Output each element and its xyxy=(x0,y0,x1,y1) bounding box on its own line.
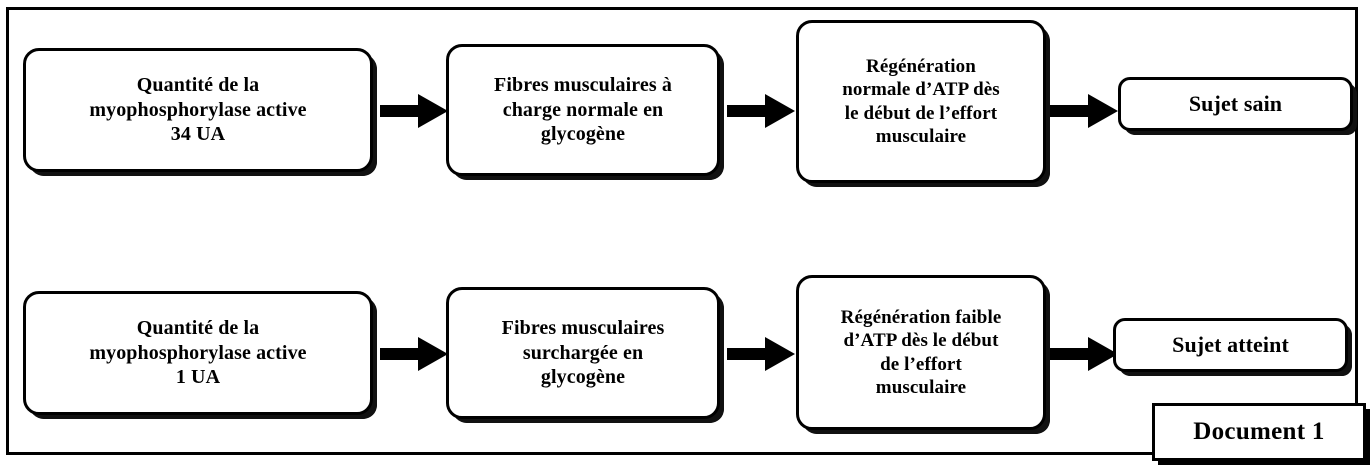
arrow-bottom-1 xyxy=(380,337,448,371)
node-top-outcome: Sujet sain xyxy=(1118,77,1353,131)
node-bottom-quantity-label: Quantité de la myophosphorylase active 1… xyxy=(89,317,307,389)
node-bottom-quantity: Quantité de la myophosphorylase active 1… xyxy=(23,291,373,415)
node-top-regeneration: Régénération normale d’ATP dès le début … xyxy=(796,20,1046,183)
node-top-regeneration-label: Régénération normale d’ATP dès le début … xyxy=(842,56,1000,147)
node-top-quantity-label: Quantité de la myophosphorylase active 3… xyxy=(89,74,307,146)
arrow-top-1 xyxy=(380,94,448,128)
node-bottom-regeneration-label: Régénération faible d’ATP dès le début d… xyxy=(840,307,1002,398)
arrow-top-3 xyxy=(1050,94,1118,128)
node-top-fibres-label: Fibres musculaires à charge normale en g… xyxy=(494,74,672,146)
node-bottom-outcome-label: Sujet atteint xyxy=(1172,331,1289,357)
diagram-frame: Quantité de la myophosphorylase active 3… xyxy=(6,7,1358,455)
node-bottom-fibres: Fibres musculaires surchargée en glycogè… xyxy=(446,287,720,419)
document-label-text: Document 1 xyxy=(1193,418,1325,445)
node-top-outcome-label: Sujet sain xyxy=(1188,90,1283,116)
arrow-bottom-2 xyxy=(727,337,795,371)
node-bottom-fibres-label: Fibres musculaires surchargée en glycogè… xyxy=(501,317,665,389)
document-label: Document 1 xyxy=(1152,403,1366,461)
arrow-top-2 xyxy=(727,94,795,128)
node-top-quantity: Quantité de la myophosphorylase active 3… xyxy=(23,48,373,172)
node-bottom-outcome: Sujet atteint xyxy=(1113,318,1348,372)
node-top-fibres: Fibres musculaires à charge normale en g… xyxy=(446,44,720,176)
arrow-bottom-3 xyxy=(1050,337,1118,371)
node-bottom-regeneration: Régénération faible d’ATP dès le début d… xyxy=(796,275,1046,430)
